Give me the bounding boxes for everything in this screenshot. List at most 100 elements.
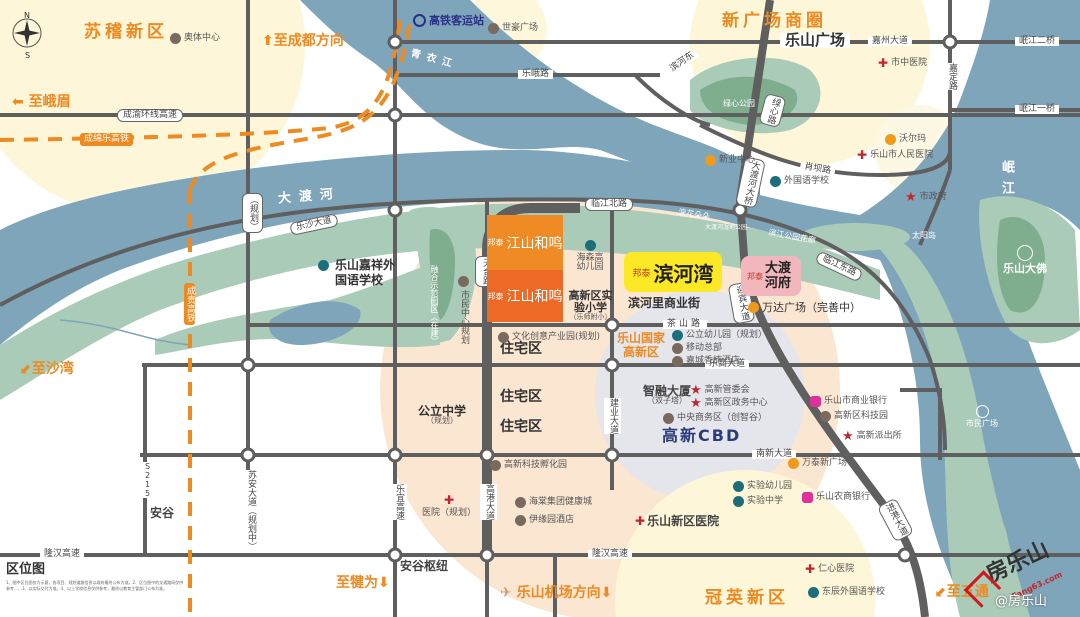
poi-tech-incubator[interactable]: 高新科技孵化园	[490, 460, 567, 471]
poi-experimental-middle-school[interactable]: 实验中学	[733, 496, 783, 507]
hsr-station[interactable]: 高铁客运站	[413, 14, 484, 27]
project-jiangshan-heming-2[interactable]: 邦泰江山和鸣	[487, 270, 563, 322]
poi-city-chinese-hospital[interactable]: ✚市中医院	[878, 56, 928, 70]
road-s215: S215	[139, 462, 155, 498]
hospital-icon: ✚	[635, 513, 646, 528]
leshan-new-district-hospital[interactable]: ✚乐山新区医院	[635, 513, 720, 528]
poi-olympic-center[interactable]: 奥体中心	[170, 33, 220, 44]
poi-dadu-wetland[interactable]: 大渡河湿地公园	[705, 224, 748, 231]
min-river	[860, 0, 1080, 617]
poi-haisengao-kindergarten[interactable]: 海森高幼儿园	[575, 240, 605, 272]
poi-civic-center[interactable]: 市民中心规划	[458, 276, 469, 344]
project-binhewan[interactable]: 邦泰滨河湾	[624, 252, 722, 292]
poi-walmart[interactable]: 沃尔玛	[885, 134, 926, 145]
district-guanying: 冠英新区	[705, 588, 789, 608]
road-le-e: 乐峨路	[518, 70, 554, 79]
poi-haitang-health-city[interactable]: 海棠集团健康城	[515, 497, 592, 508]
angu-label: 安谷	[150, 506, 175, 520]
logo-handle: @房乐山	[995, 594, 1048, 609]
building-icon	[490, 460, 501, 471]
road-planned: （规划）	[242, 193, 263, 233]
poi-dongchen-school[interactable]: 东辰外国语学校	[808, 587, 885, 598]
road-gaogang: 高港大道	[480, 484, 497, 520]
angu-hub-label: 安谷枢纽	[400, 559, 449, 573]
poi-wantai-plaza[interactable]: 万泰新广场	[788, 458, 847, 469]
road-jianye: 建业大道	[604, 398, 621, 434]
poi-cbd-chuangzhigu[interactable]: 中央商务区（创智谷）	[663, 413, 767, 424]
school-icon	[672, 330, 683, 341]
direction-emei: ⬅ 至峨眉	[12, 94, 71, 110]
public-high-school[interactable]: 公立中学（规划）	[418, 404, 467, 425]
poi-shihao-plaza[interactable]: 世豪广场	[488, 23, 538, 34]
poi-gaoxin-gov-center[interactable]: ★高新区政务中心	[690, 396, 768, 411]
poi-sun-island[interactable]: 太阳岛	[912, 231, 936, 240]
arrow-down-icon: ⬇	[378, 575, 390, 591]
poi-yiyuanyuan-hotel[interactable]: 伊缘园酒店	[515, 515, 574, 526]
direction-wutongqiao: ⬋至五通	[935, 584, 989, 600]
star-icon: ★	[690, 396, 702, 411]
road-linjiang-north: 临江北路	[585, 198, 634, 211]
poi-foreign-language-school[interactable]: 外国语学校	[770, 176, 829, 187]
poi-jiacheng-hotel[interactable]: 嘉城香楠酒店	[672, 356, 740, 367]
poi-culture-park[interactable]: 文化创意产业园(规划)	[498, 332, 600, 343]
compass-north: N	[24, 11, 30, 20]
poi-xiaomin-wetland[interactable]: 小岷河湿地公园（完善中）	[258, 349, 354, 358]
arrow-down-left-icon: ⬋	[935, 584, 947, 600]
poi-planned-hospital[interactable]: ✚医院（规划）	[422, 493, 477, 518]
road-chengyu-ring: 成渝环线高速	[117, 109, 184, 122]
buddha-icon	[1017, 245, 1033, 261]
giant-buddha[interactable]: 乐山大佛	[1003, 245, 1047, 274]
poi-public-kindergarten[interactable]: 公立幼儿园（规划）	[672, 330, 767, 341]
binheli-street-label: 滨河里商业街	[628, 296, 701, 310]
suji-area-circle	[0, 0, 305, 215]
map-disclaimer: 1、图中区位图仅为示意，各项目、规划道路信息以政府最终公布为准。2、区位图中的交…	[6, 580, 184, 591]
poi-civic-square[interactable]: 市民广场	[966, 405, 998, 428]
railway-chenggui-label: 成贵高铁	[184, 283, 195, 325]
building-icon	[820, 411, 831, 422]
road-suan: 苏安大道（规划中）	[242, 470, 259, 551]
bank-icon	[802, 492, 813, 503]
star-icon: ★	[842, 429, 854, 444]
hospital-icon: ✚	[857, 148, 868, 162]
jiaxiang-school[interactable]: 乐山嘉祥外国语学校	[318, 258, 397, 288]
road-nanxin: 南新大道	[752, 450, 797, 459]
poi-gaoxin-police[interactable]: ★高新派出所	[842, 429, 902, 444]
cbd-area-circle	[595, 290, 805, 500]
poi-lvxin-park[interactable]: 绿心公园	[723, 99, 755, 108]
poi-wanda-plaza[interactable]: 万达广场（完善中）	[748, 302, 861, 313]
road-legao: 乐高大道	[705, 360, 750, 369]
poi-mobile-hq[interactable]: 移动总部	[672, 343, 722, 354]
poi-city-government[interactable]: ★市政府	[905, 190, 947, 205]
residential-zone-2: 住宅区	[500, 389, 542, 405]
building-icon	[672, 356, 683, 367]
dadu-river	[0, 150, 880, 345]
poi-gaoxin-tech-park[interactable]: 高新区科技园	[820, 411, 888, 422]
residential-zone-1: 住宅区	[500, 341, 542, 357]
building-icon	[488, 23, 499, 34]
star-icon: ★	[690, 383, 702, 398]
poi-people-hospital[interactable]: ✚乐山市人民医院	[857, 148, 934, 162]
airplane-icon: ✈	[500, 585, 517, 601]
poi-xinye-center[interactable]: 新业中心	[705, 155, 755, 166]
gaoxin-primary-school[interactable]: 高新区实验小学（乐师附小）	[568, 289, 613, 321]
zhirong-tower[interactable]: 智融大厦（双子塔）	[643, 384, 692, 405]
hospital-icon: ✚	[443, 493, 455, 507]
poi-experimental-kindergarten[interactable]: 实验幼儿园	[733, 481, 792, 492]
poi-gaoxin-committee[interactable]: ★高新管委会	[690, 383, 750, 398]
poi-renxin-hospital[interactable]: ✚仁心医院	[805, 562, 855, 576]
gaoxin-cbd-label: 高新CBD	[662, 426, 742, 445]
poi-commercial-bank[interactable]: 乐山市商业银行	[810, 396, 887, 407]
train-station-icon	[413, 14, 426, 27]
poi-rural-commercial-bank[interactable]: 乐山农商银行	[802, 492, 870, 503]
school-icon	[808, 587, 819, 598]
arrow-left-icon: ⬅	[12, 94, 29, 110]
road-longhan-west: 隆汉高速	[40, 550, 85, 559]
project-jiangshan-heming-1[interactable]: 邦泰江山和鸣	[487, 215, 563, 270]
gaoxin-zone-label: 乐山国家高新区	[616, 331, 665, 359]
poi-fusion-park[interactable]: 融合示范园区（在建）	[430, 265, 439, 345]
road-leyi: 乐宜高速	[390, 484, 407, 520]
project-daduhefu[interactable]: 邦泰大渡河府	[741, 256, 801, 296]
hospital-icon: ✚	[805, 562, 816, 576]
road-longhan-east: 隆汉高速	[588, 550, 633, 559]
shopping-icon	[705, 155, 716, 166]
